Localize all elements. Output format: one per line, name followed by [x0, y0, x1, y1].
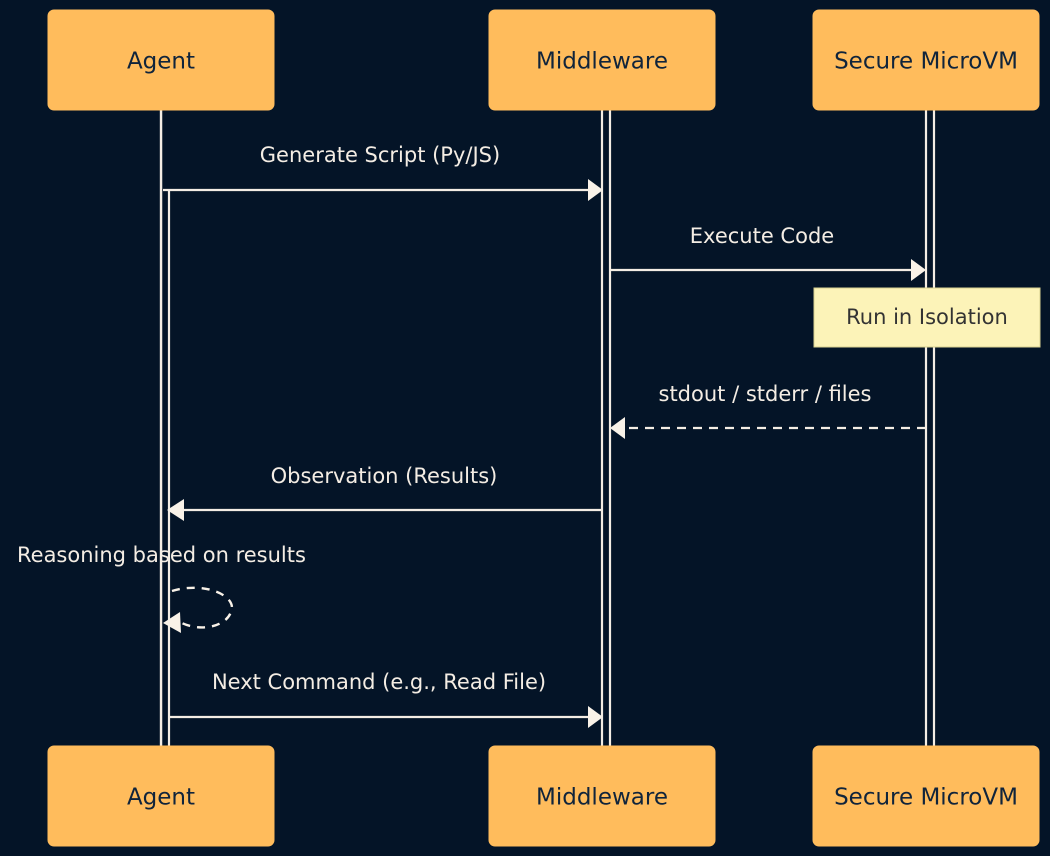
actor-label-middleware: Middleware: [536, 49, 668, 75]
actor-rect[interactable]: [47, 9, 275, 111]
bottom-actor-boxes: Agent Middleware Secure MicroVM: [47, 745, 1040, 847]
arrowhead-left-icon: [163, 612, 181, 633]
arrowhead-right-icon: [911, 259, 926, 281]
arrowhead-right-icon: [588, 706, 603, 728]
arrowhead-right-icon: [588, 179, 603, 201]
self-loop-dashed-path: [171, 586, 234, 629]
actor-label-middleware: Middleware: [536, 785, 668, 811]
top-actor-boxes: Agent Middleware Secure MicroVM: [47, 9, 1040, 111]
actor-box-middleware-bottom[interactable]: Middleware: [488, 745, 716, 847]
actor-box-agent-bottom[interactable]: Agent: [47, 745, 275, 847]
note-run-in-isolation: Run in Isolation: [813, 287, 1041, 348]
actor-box-microvm-top[interactable]: Secure MicroVM: [812, 9, 1040, 111]
message-label-next-command: Next Command (e.g., Read File): [212, 670, 546, 694]
actor-rect[interactable]: [47, 745, 275, 847]
actor-rect[interactable]: [812, 9, 1040, 111]
actor-label-agent: Agent: [127, 49, 195, 75]
actor-label-agent: Agent: [127, 785, 195, 811]
actor-label-microvm: Secure MicroVM: [834, 785, 1018, 811]
actor-rect[interactable]: [812, 745, 1040, 847]
actor-rect[interactable]: [488, 9, 716, 111]
actor-box-agent-top[interactable]: Agent: [47, 9, 275, 111]
message-generate-script: Generate Script (Py/JS): [163, 143, 603, 201]
message-next-command: Next Command (e.g., Read File): [169, 670, 603, 728]
message-stdout-stderr-files: stdout / stderr / files: [610, 382, 926, 439]
note-box: [813, 287, 1041, 348]
actor-box-microvm-bottom[interactable]: Secure MicroVM: [812, 745, 1040, 847]
message-label-observation-results: Observation (Results): [271, 464, 498, 488]
message-label-stdout-stderr-files: stdout / stderr / files: [659, 382, 872, 406]
arrowhead-left-icon: [167, 499, 184, 521]
note-label: Run in Isolation: [846, 305, 1008, 329]
message-reasoning-self-loop: Reasoning based on results: [17, 543, 306, 633]
message-label-generate-script: Generate Script (Py/JS): [260, 143, 500, 167]
actor-rect[interactable]: [488, 745, 716, 847]
message-label-reasoning: Reasoning based on results: [17, 543, 306, 567]
actor-box-middleware-top[interactable]: Middleware: [488, 9, 716, 111]
actor-label-microvm: Secure MicroVM: [834, 49, 1018, 75]
arrowhead-left-icon: [610, 417, 625, 439]
message-label-execute-code: Execute Code: [690, 224, 834, 248]
message-observation-results: Observation (Results): [167, 464, 602, 521]
message-execute-code: Execute Code: [610, 224, 926, 281]
activation-bars-group: [159, 108, 936, 748]
